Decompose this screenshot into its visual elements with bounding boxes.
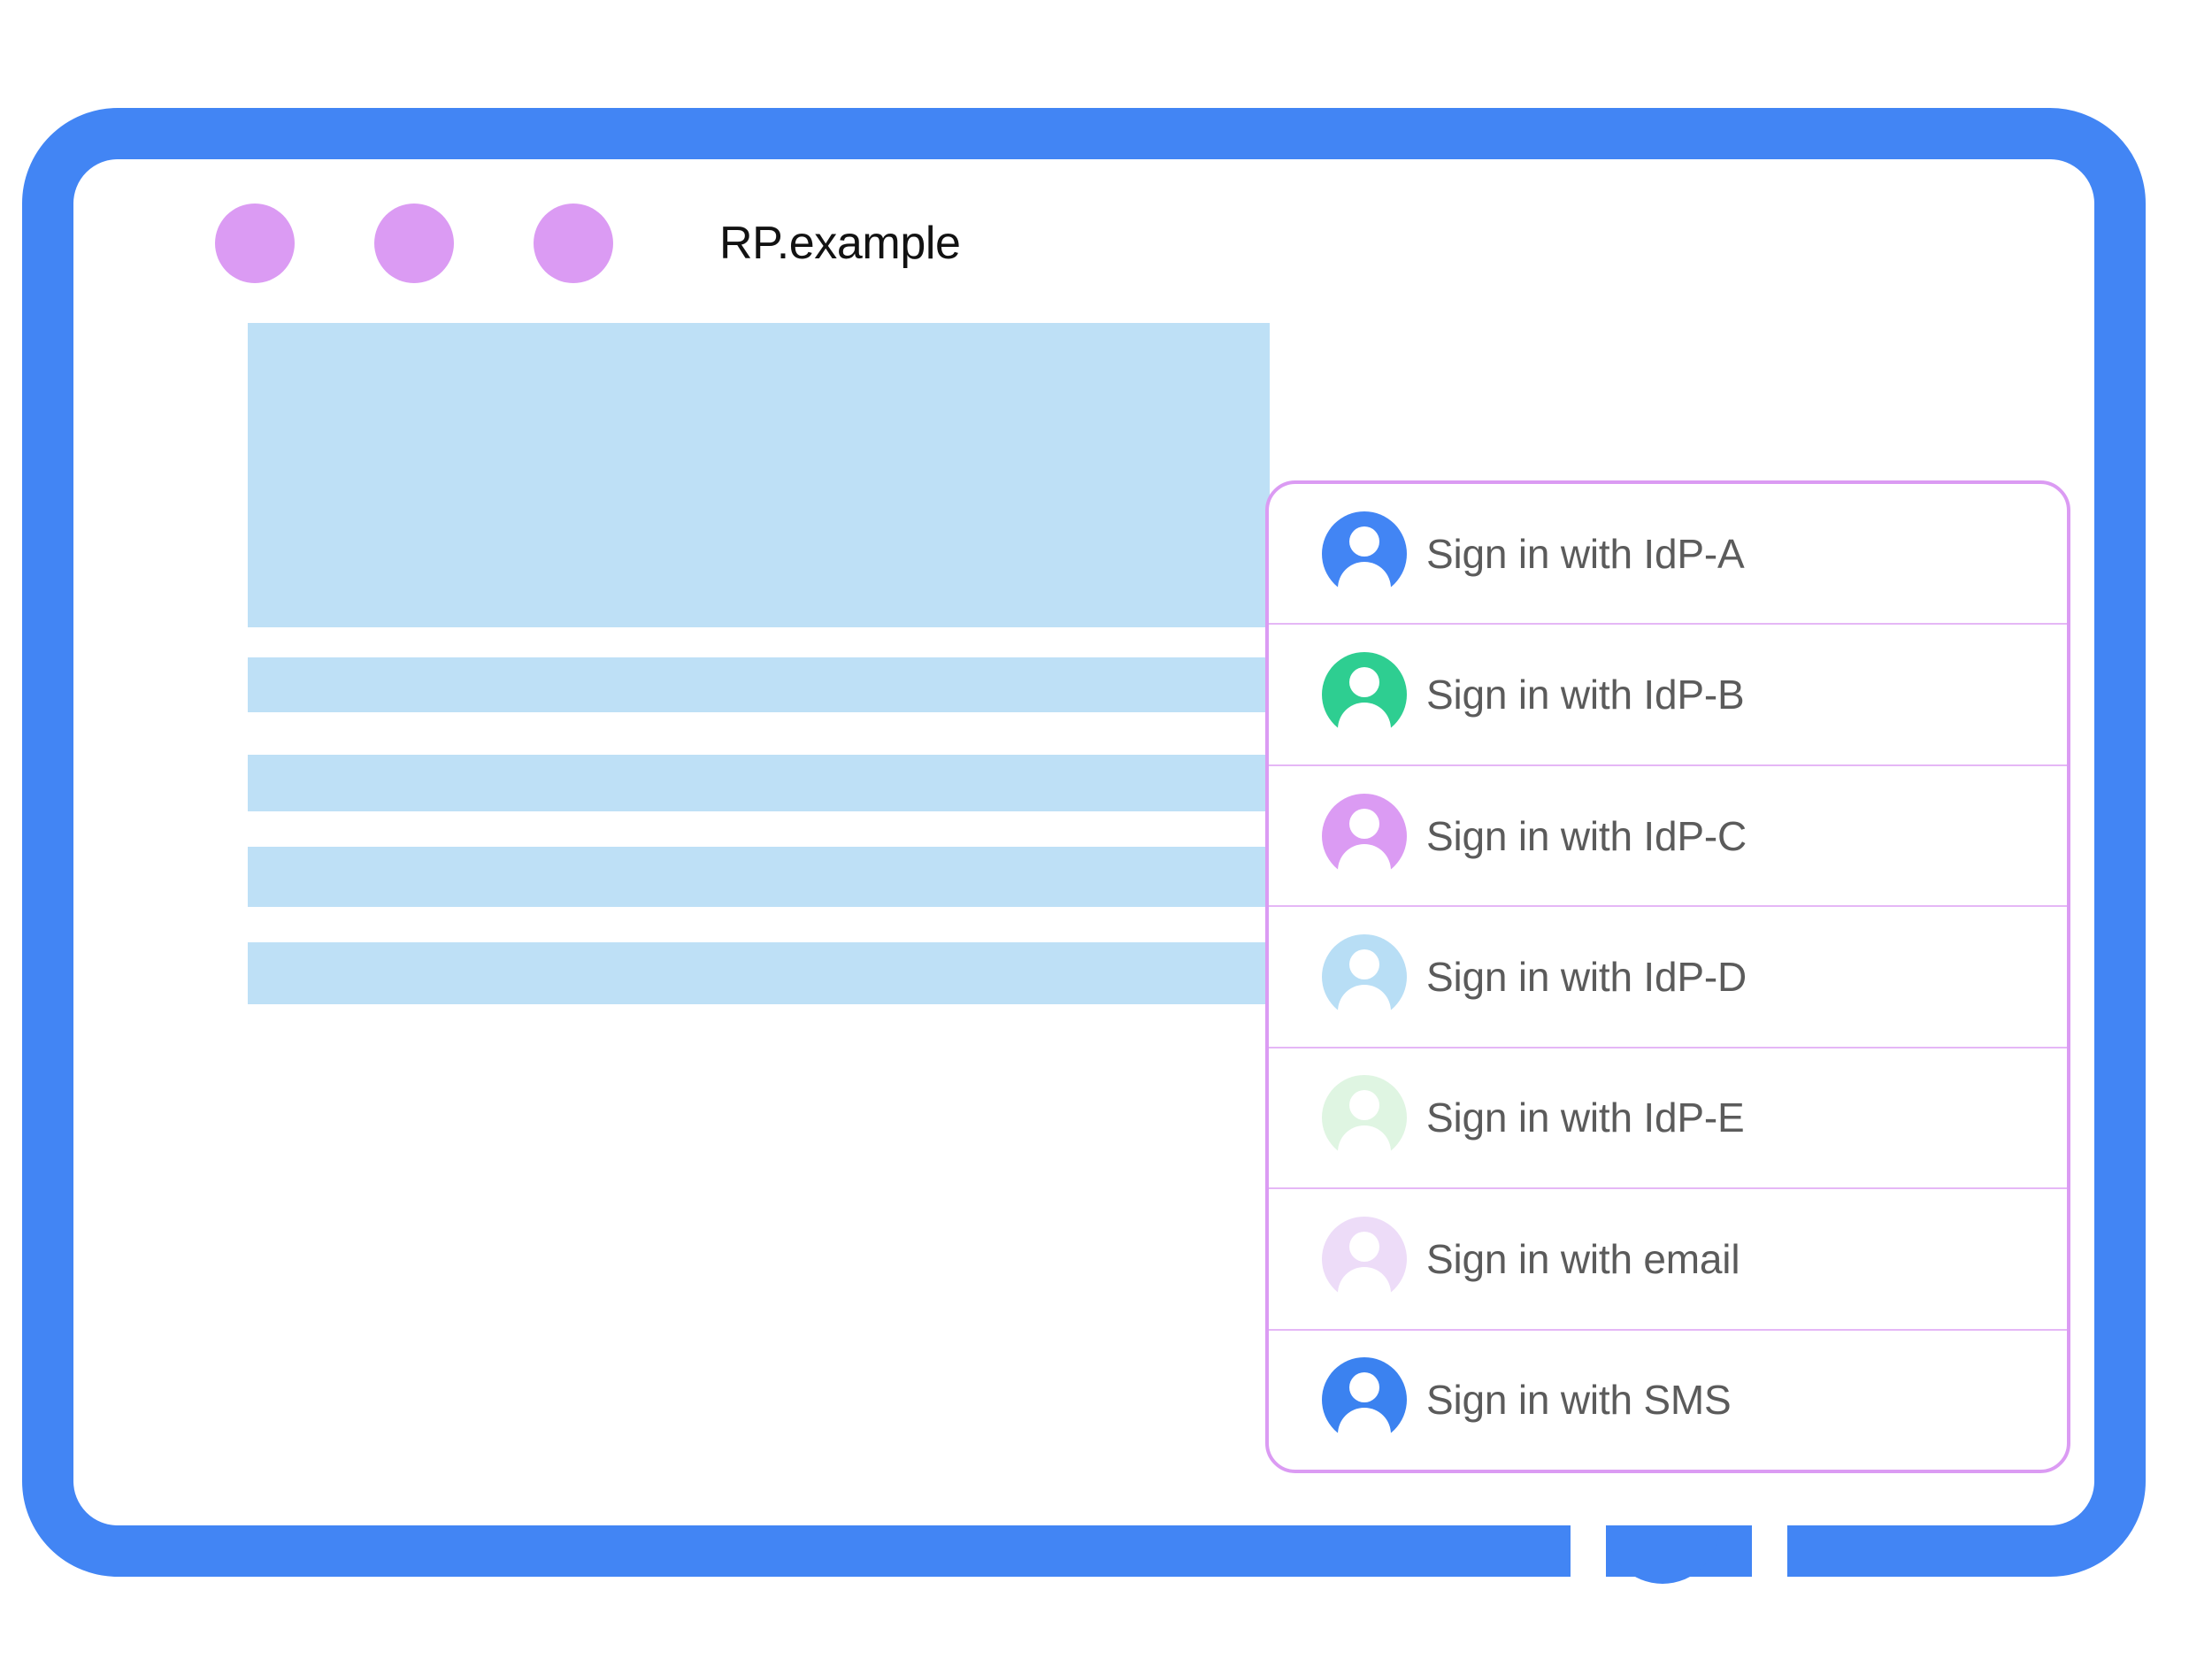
signin-option-label: Sign in with IdP-E: [1426, 1094, 1745, 1141]
signin-option-row[interactable]: Sign in with IdP-B: [1269, 625, 2067, 766]
account-avatar-icon: [1322, 652, 1407, 746]
signin-option-row[interactable]: Sign in with IdP-C: [1269, 766, 2067, 908]
avatar-body: [1338, 561, 1391, 604]
placeholder-text-line-1: [248, 657, 1270, 712]
signin-option-row[interactable]: Sign in with email: [1269, 1189, 2067, 1331]
signin-option-label: Sign in with IdP-A: [1426, 530, 1745, 577]
signin-option-label: Sign in with IdP-D: [1426, 953, 1747, 1000]
avatar-head: [1349, 1372, 1379, 1403]
account-avatar-icon: [1322, 1075, 1407, 1169]
account-avatar-icon: [1322, 793, 1407, 887]
window-dot-close[interactable]: [215, 204, 295, 283]
account-avatar-icon: [1322, 1216, 1407, 1310]
placeholder-text-line-4: [248, 942, 1270, 1004]
account-avatar-icon: [1322, 511, 1407, 604]
avatar-head: [1349, 667, 1379, 698]
page-content-placeholders: [248, 323, 1270, 1482]
avatar-head: [1349, 1090, 1379, 1121]
signin-option-row[interactable]: Sign in with IdP-E: [1269, 1048, 2067, 1190]
placeholder-text-line-3: [248, 847, 1270, 907]
signin-option-label: Sign in with SMS: [1426, 1377, 1732, 1424]
avatar-body: [1338, 1266, 1391, 1310]
account-chooser-panel: Sign in with IdP-A Sign in with IdP-B Sign…: [1265, 480, 2070, 1473]
avatar-body: [1338, 703, 1391, 746]
avatar-head: [1349, 808, 1379, 839]
signin-option-label: Sign in with email: [1426, 1235, 1740, 1282]
signin-option-label: Sign in with IdP-B: [1426, 672, 1745, 718]
avatar-body: [1338, 1125, 1391, 1169]
page-title: RP.example: [719, 218, 961, 269]
account-avatar-icon: [1322, 1357, 1407, 1451]
placeholder-text-line-2: [248, 755, 1270, 811]
title-bar: RP.example: [73, 159, 2094, 319]
signin-option-label: Sign in with IdP-C: [1426, 812, 1747, 859]
placeholder-hero-block: [248, 323, 1270, 627]
avatar-body: [1338, 1408, 1391, 1451]
signin-option-list: Sign in with IdP-A Sign in with IdP-B Sign…: [1269, 484, 2067, 1470]
signin-option-row[interactable]: Sign in with IdP-D: [1269, 907, 2067, 1048]
avatar-body: [1338, 843, 1391, 887]
avatar-head: [1349, 526, 1379, 557]
window-dot-maximize[interactable]: [534, 204, 613, 283]
signin-option-row[interactable]: Sign in with SMS: [1269, 1331, 2067, 1470]
signin-option-row[interactable]: Sign in with IdP-A: [1269, 484, 2067, 626]
avatar-head: [1349, 1231, 1379, 1262]
avatar-head: [1349, 949, 1379, 979]
account-avatar-icon: [1322, 933, 1407, 1027]
avatar-body: [1338, 984, 1391, 1027]
window-dot-minimize[interactable]: [374, 204, 454, 283]
